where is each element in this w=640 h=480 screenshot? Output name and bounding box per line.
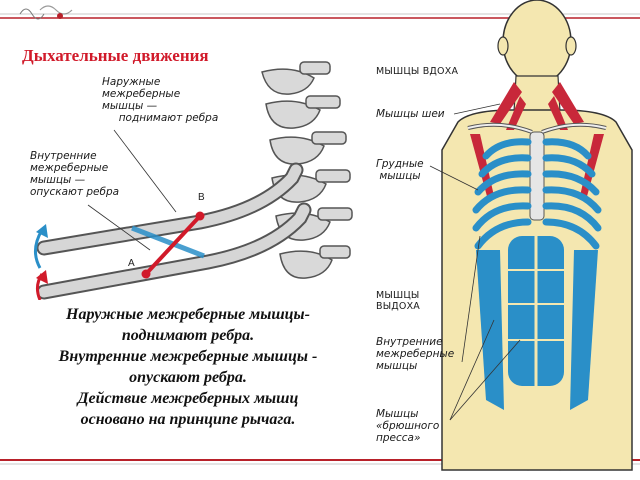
rib-cage xyxy=(472,138,602,250)
slide-title: Дыхательные движения xyxy=(22,46,209,65)
label-chest-muscles: Грудные мышцы xyxy=(376,158,424,182)
caption-line-3: Внутренние межреберные мышцы - xyxy=(58,348,318,365)
head-illustration xyxy=(502,0,572,85)
label-external-intercostal: Наружные межреберные мышцы — поднимают р… xyxy=(102,76,219,124)
internal-intercostal-band xyxy=(131,225,205,259)
caption-line-2: поднимают ребра. xyxy=(121,327,255,344)
point-b-label: В xyxy=(198,192,205,203)
main-caption: Наружные межреберные мышцы- поднимают ре… xyxy=(10,304,366,430)
caption-line-6: основано на принципе рычага. xyxy=(80,411,296,428)
point-a-label: А xyxy=(128,258,135,269)
spine-illustration xyxy=(261,61,353,279)
label-internal-intercostal-right: Внутренние межреберные мышцы xyxy=(376,336,455,372)
abdominal-muscles xyxy=(476,236,598,410)
label-internal-intercostal: Внутренние межреберные мышцы — опускают … xyxy=(30,150,120,198)
rib-lever-diagram xyxy=(34,61,353,300)
sternum xyxy=(529,131,545,221)
exhale-muscles-heading: МЫШЦЫ ВЫДОХА xyxy=(376,290,421,312)
label-neck-muscles: Мышцы шеи xyxy=(376,108,445,120)
caption-line-4: опускают ребра. xyxy=(129,369,247,386)
caption-line-1: Наружные межреберные мышцы- xyxy=(66,306,310,323)
caption-line-5: Действие межреберных мышц xyxy=(77,390,299,407)
inhale-muscles-heading: МЫШЦЫ ВДОХА xyxy=(376,66,459,77)
label-abdominal-muscles: Мышцы «брюшного пресса» xyxy=(376,408,440,444)
external-intercostal-muscle xyxy=(144,214,202,276)
neck-muscles xyxy=(490,82,522,124)
